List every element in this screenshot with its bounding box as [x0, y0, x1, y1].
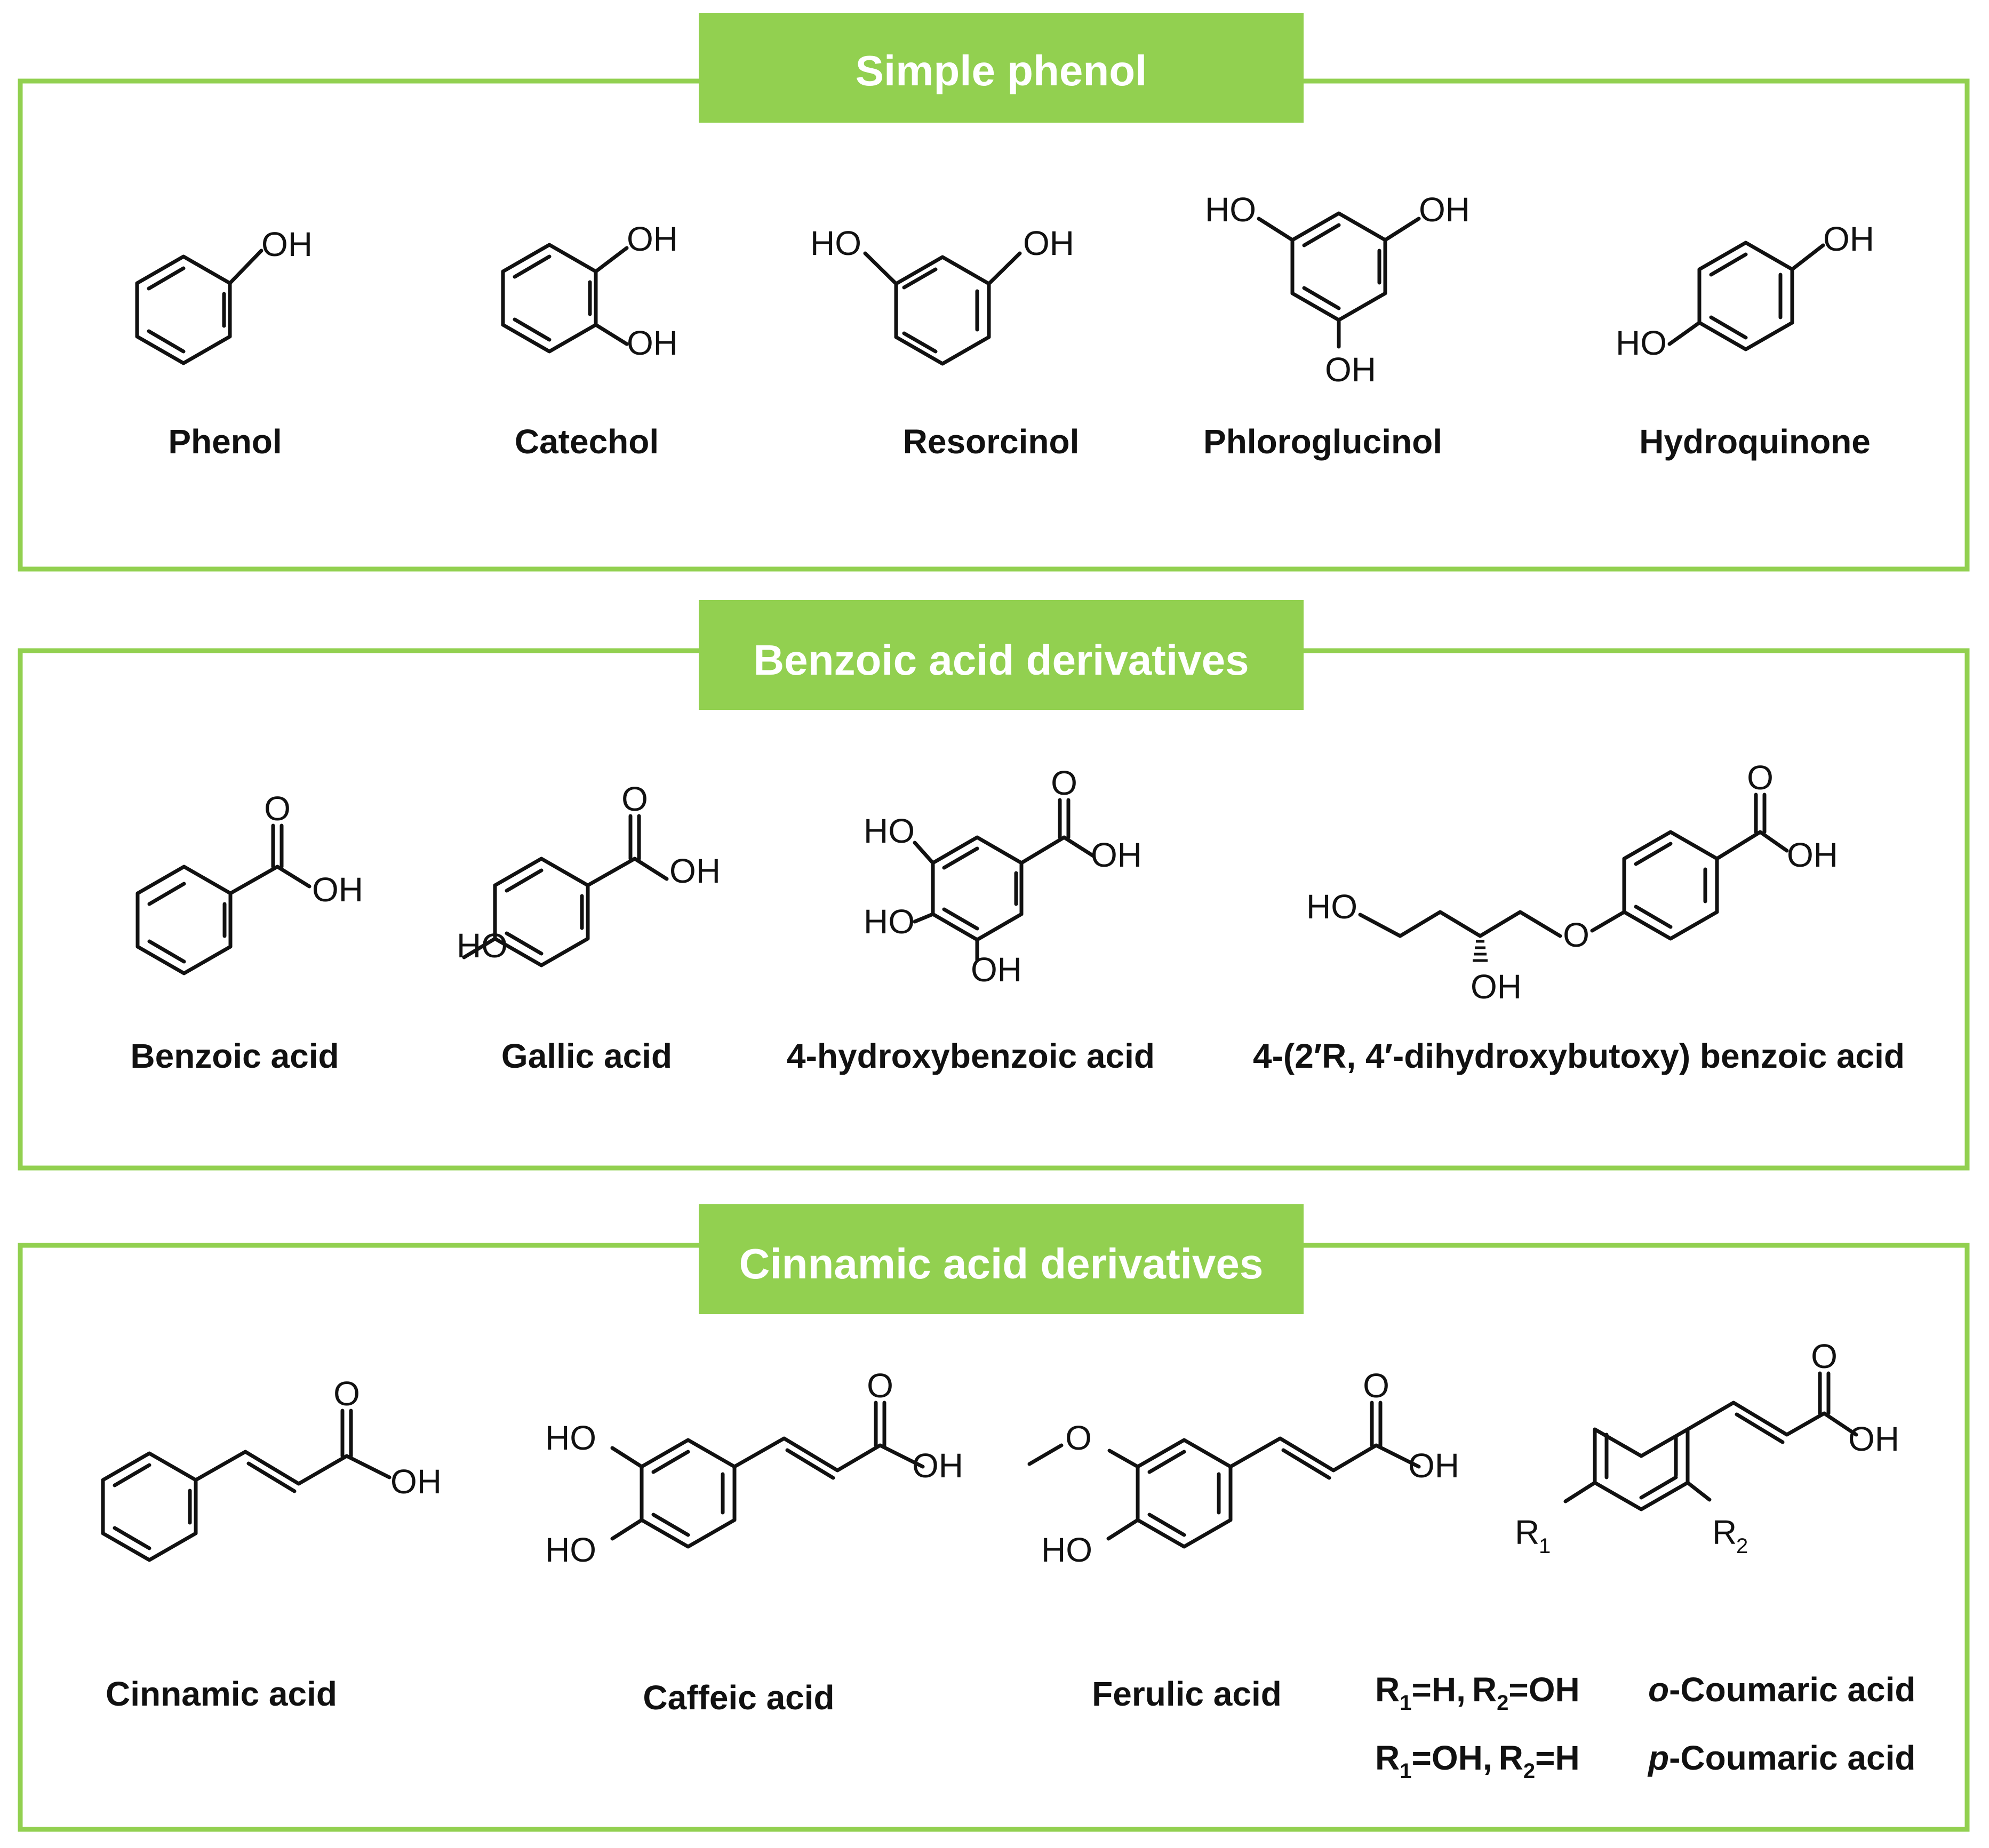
svg-text:O: O [1811, 1337, 1838, 1375]
svg-text:OH: OH [261, 225, 313, 263]
svg-text:HO: HO [810, 224, 861, 262]
stereo-hash-bond-icon [1473, 940, 1488, 962]
svg-text:HO: HO [545, 1531, 596, 1569]
svg-text:OH: OH [1787, 836, 1838, 874]
structure-phenol: OH [135, 225, 313, 365]
compound-name: Caffeic acid [643, 1678, 834, 1717]
svg-text:R1=H,R2=OH: R1=H,R2=OH [1375, 1670, 1580, 1715]
section-simple-phenol: Simple phenol [18, 13, 1970, 572]
svg-text:R: R [1515, 1513, 1539, 1551]
svg-text:p-Coumaric acid: p-Coumaric acid [1647, 1739, 1915, 1777]
section-title: Benzoic acid derivatives [753, 636, 1249, 684]
section-benzoic-acid-derivatives: Benzoic acid derivatives [18, 600, 1970, 1171]
coumaric-label-ortho: R1=H,R2=OH o-Coumaric acid [1375, 1670, 1915, 1715]
section-frame [18, 648, 1970, 1171]
svg-text:HO: HO [1041, 1531, 1092, 1569]
svg-text:O: O [867, 1366, 893, 1405]
section-title: Cinnamic acid derivatives [739, 1240, 1264, 1287]
svg-text:OH: OH [1471, 967, 1522, 1006]
compound-name: Phloroglucinol [1203, 422, 1442, 461]
svg-text:OH: OH [971, 950, 1022, 989]
svg-text:OH: OH [1325, 350, 1376, 389]
svg-text:HO: HO [1616, 324, 1667, 362]
svg-text:HO: HO [457, 926, 508, 965]
structure-cinnamic-acid: O OH [101, 1374, 442, 1562]
section-frame [18, 78, 1970, 572]
compound-name: Hydroquinone [1639, 422, 1871, 461]
section-banner [699, 600, 1304, 710]
svg-text:HO: HO [864, 902, 915, 941]
svg-text:OH: OH [669, 852, 721, 890]
svg-text:HO: HO [864, 812, 915, 850]
structure-gallic: O OH HO HO OH [864, 764, 1142, 989]
structure-resorcinol: HO OH [810, 224, 1074, 366]
compound-name: 4-(2′R, 4′-dihydroxybutoxy) benzoic acid [1253, 1037, 1905, 1075]
section-banner [699, 13, 1304, 123]
structure-dihydroxybutoxy-benzoic-acid: HO OH O O OH [1306, 758, 1838, 1006]
structure-hydroxybenzoic: O OH HO [457, 780, 721, 967]
svg-text:OH: OH [1848, 1420, 1899, 1458]
svg-text:2: 2 [1736, 1534, 1748, 1558]
structure-caffeic-acid: O OH HO HO [545, 1366, 963, 1569]
compound-name: Resorcinol [903, 422, 1080, 461]
structure-coumaric-acid: O OH R 1 R 2 [1515, 1337, 1899, 1558]
svg-text:O: O [621, 780, 648, 818]
section-banner [699, 1204, 1304, 1314]
svg-text:OH: OH [390, 1462, 442, 1501]
compound-name: Benzoic acid [130, 1037, 339, 1075]
svg-text:O: O [1065, 1419, 1092, 1457]
svg-text:OH: OH [627, 220, 678, 258]
svg-text:O: O [1363, 1366, 1389, 1405]
svg-text:o-Coumaric acid: o-Coumaric acid [1648, 1670, 1915, 1709]
svg-text:HO: HO [1205, 190, 1256, 229]
svg-text:HO: HO [1306, 887, 1357, 926]
svg-text:O: O [1051, 764, 1077, 802]
structure-hydroquinone: OH HO [1616, 220, 1874, 362]
svg-text:OH: OH [627, 324, 678, 362]
compound-name: Cinnamic acid [106, 1675, 337, 1713]
svg-text:O: O [1747, 758, 1774, 797]
svg-text:OH: OH [1091, 836, 1142, 874]
svg-text:O: O [264, 789, 291, 828]
coumaric-label-para: R1=OH,R2=H p-Coumaric acid [1375, 1739, 1915, 1783]
compound-name: Catechol [515, 422, 659, 461]
svg-text:R: R [1712, 1513, 1737, 1551]
svg-text:OH: OH [1408, 1446, 1459, 1485]
svg-text:R1=OH,R2=H: R1=OH,R2=H [1375, 1739, 1580, 1783]
structure-catechol: OH OH [501, 220, 678, 362]
svg-text:1: 1 [1539, 1534, 1551, 1558]
compound-name: Ferulic acid [1092, 1675, 1282, 1713]
structure-ferulic-acid: O OH O HO [1027, 1366, 1459, 1569]
svg-text:O: O [333, 1374, 360, 1413]
svg-text:OH: OH [1419, 190, 1470, 229]
svg-text:OH: OH [912, 1446, 963, 1485]
compound-name: Phenol [168, 422, 282, 461]
svg-text:HO: HO [545, 1419, 596, 1457]
svg-text:OH: OH [312, 870, 363, 909]
compound-name: Gallic acid [501, 1037, 672, 1075]
svg-text:O: O [1563, 916, 1589, 954]
svg-text:OH: OH [1823, 220, 1874, 258]
section-cinnamic-acid-derivatives: Cinnamic acid derivatives [18, 1204, 1970, 1832]
compound-name: 4-hydroxybenzoic acid [787, 1037, 1155, 1075]
structure-benzoic-acid: O OH [135, 789, 363, 975]
structure-phloroglucinol: HO OH OH [1205, 190, 1470, 389]
section-title: Simple phenol [856, 47, 1147, 94]
svg-text:OH: OH [1023, 224, 1074, 262]
